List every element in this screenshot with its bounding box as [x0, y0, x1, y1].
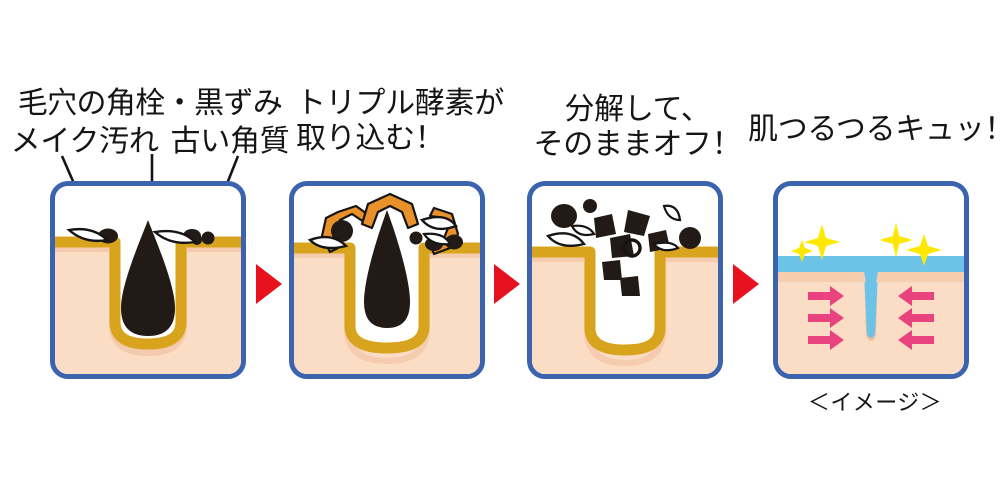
sparkle-icon — [906, 234, 942, 266]
keratin-flake — [419, 215, 458, 231]
step-2-caption: トリプル酵素が 取り込む！ — [296, 86, 516, 157]
step-1-caption: 毛穴の角栓・黒ずみ メイク汚れ 古い角質 — [8, 86, 292, 160]
keratin-flake — [307, 235, 349, 250]
step-3-caption-line1: 分解して、 — [564, 93, 711, 126]
dirt-fragment — [624, 210, 650, 236]
tightening-arrows-right — [898, 286, 934, 350]
step-3-caption-line2: そのままオフ！ — [533, 128, 742, 162]
sparkle-icon — [804, 224, 840, 260]
dirt-fragment — [602, 260, 622, 280]
stratum-corneum — [294, 242, 480, 354]
step-2-caption-line2: 取り込む！ — [296, 122, 445, 156]
dirt-fragment — [679, 227, 701, 249]
image-disclaimer-note: ＜イメージ＞ — [807, 390, 943, 415]
sparkle-icon — [791, 240, 813, 262]
arrow-left-icon — [898, 308, 934, 328]
stratum-corneum — [532, 246, 718, 356]
smooth-skin-diagram — [778, 186, 964, 374]
keratin-flake — [152, 229, 198, 245]
dirt-fragment — [583, 199, 597, 213]
moisture-layer — [778, 256, 964, 338]
surface-highlight — [778, 272, 866, 282]
step-4-illustration — [773, 181, 969, 379]
dirt-particle — [445, 234, 463, 250]
clogged-pore-diagram — [55, 186, 241, 374]
dirt-ring-fragment — [622, 238, 642, 258]
skin-layer — [294, 248, 480, 374]
step-2-illustration — [289, 181, 485, 379]
separator-triangle-right-icon-3 — [733, 264, 759, 304]
dirt-particle — [331, 220, 353, 242]
step-3-illustration — [527, 181, 723, 379]
arrow-left-icon — [898, 330, 934, 350]
keratin-flake — [66, 227, 110, 243]
enzyme-icon — [360, 192, 420, 230]
step-4-caption-line1: 肌つるつるキュッ！ — [748, 113, 1000, 146]
dirt-fragment — [594, 214, 616, 238]
dirt-fragment — [551, 204, 577, 228]
step-4-caption: 肌つるつるキュッ！ — [748, 112, 1000, 147]
arrow-left-icon — [898, 286, 934, 306]
keratin-flake — [570, 224, 596, 237]
skin-layer — [532, 252, 718, 374]
step-1-caption-line1: 毛穴の角栓・黒ずみ — [17, 87, 283, 120]
tightening-arrows-left — [808, 286, 844, 350]
step-2-caption-line1: トリプル酵素が — [296, 87, 504, 120]
step-3-caption: 分解して、 そのままオフ！ — [530, 92, 745, 163]
pore-plug-lifting — [364, 210, 410, 328]
dirt-fragment — [620, 276, 640, 296]
keratin-flake — [652, 241, 680, 252]
decomposed-dirt-diagram — [532, 186, 718, 374]
keratin-flake — [422, 232, 452, 246]
keratin-flake — [662, 204, 682, 222]
arrow-right-icon — [808, 286, 844, 306]
step-1-caption-left: メイク汚れ — [10, 125, 159, 159]
dirt-particle — [409, 231, 423, 245]
skin-layer — [55, 242, 241, 374]
keratin-flake — [545, 232, 587, 247]
surface-highlight — [876, 272, 964, 282]
pore-plug — [121, 220, 175, 336]
step-1-caption-row2: メイク汚れ 古い角質 — [8, 121, 292, 159]
step-1-caption-right: 古い角質 — [170, 125, 290, 159]
step-1-illustration — [50, 181, 246, 379]
separator-triangle-right-icon-2 — [494, 264, 520, 304]
enzyme-capture-diagram — [294, 186, 480, 374]
arrow-right-icon — [808, 308, 844, 328]
stratum-corneum — [55, 236, 241, 350]
separator-triangle-right-icon-1 — [256, 264, 282, 304]
sparkle-icon — [879, 222, 913, 258]
surface-debris — [201, 231, 215, 245]
arrow-right-icon — [808, 330, 844, 350]
